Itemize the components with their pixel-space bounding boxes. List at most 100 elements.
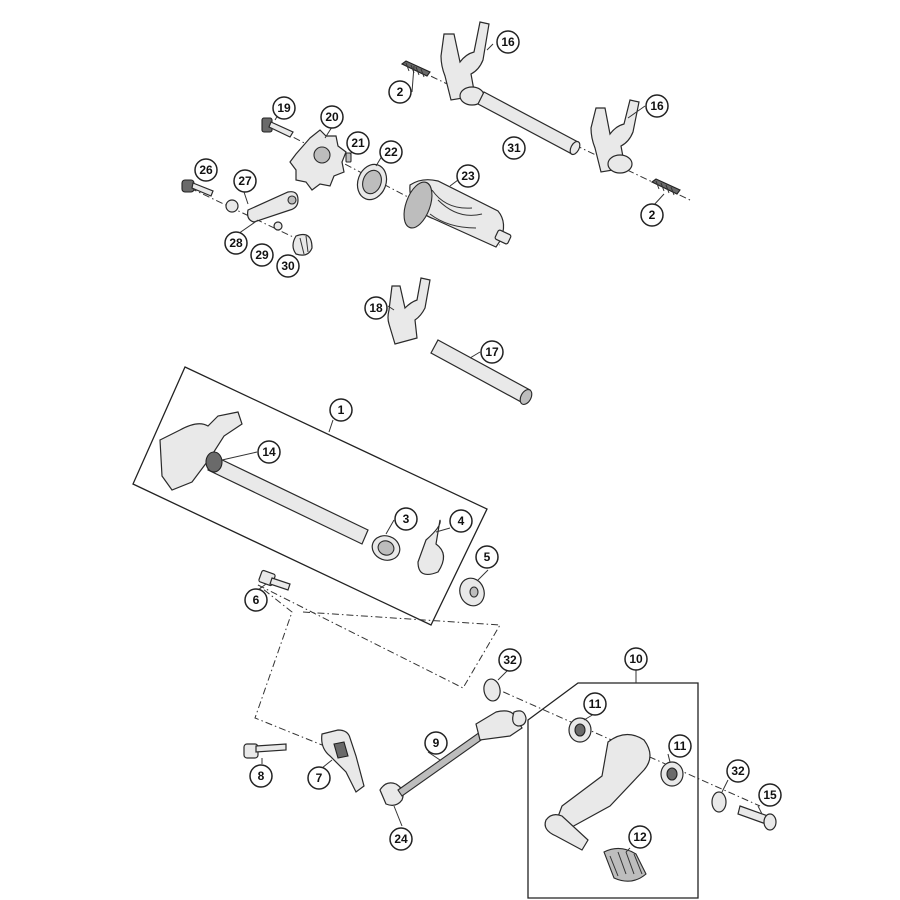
callout-4: 4 [449, 509, 473, 533]
spring-left-part [400, 60, 431, 78]
washer-32-right-part [711, 791, 727, 813]
screw-19-part [261, 117, 294, 138]
callout-9: 9 [424, 731, 448, 755]
bolt-15-part [737, 805, 777, 831]
callout-1: 1 [329, 398, 353, 422]
callout-27-label: 27 [238, 174, 252, 188]
callout-32-right-label: 32 [731, 764, 745, 778]
spring-30-part [292, 233, 313, 256]
shift-rail-part [477, 91, 581, 156]
upper-shift-fork-assembly [400, 21, 691, 201]
callout-15-label: 15 [763, 788, 777, 802]
return-spring-4-part [417, 519, 445, 575]
callout-28-label: 28 [229, 236, 243, 250]
shift-drum-assembly [181, 117, 512, 256]
callout-26-label: 26 [199, 163, 213, 177]
pin-21-part [345, 152, 352, 163]
callout-28: 28 [224, 231, 248, 255]
shift-fork-18-part [387, 277, 431, 345]
callout-16-right-label: 16 [650, 99, 664, 113]
callout-20-label: 20 [325, 110, 339, 124]
callout-21-label: 21 [351, 136, 365, 150]
callout-11-left: 11 [583, 692, 607, 716]
callout-8: 8 [249, 764, 273, 788]
callout-32-right: 32 [726, 759, 750, 783]
callout-11-left-label: 11 [589, 697, 602, 711]
bearing-22-part [356, 163, 388, 201]
callout-18: 18 [364, 296, 388, 320]
callout-19: 19 [272, 96, 296, 120]
locking-lever-27-part [225, 191, 299, 223]
callout-22: 22 [379, 140, 403, 164]
shift-star-part [289, 129, 347, 191]
callout-23-label: 23 [461, 169, 475, 183]
callout-2-left-label: 2 [397, 85, 404, 99]
callout-15: 15 [758, 783, 782, 807]
bolt-8-part [243, 743, 287, 759]
callout-12-label: 12 [633, 830, 647, 844]
callout-4-label: 4 [458, 514, 465, 528]
callout-2-left: 2 [388, 80, 412, 104]
callout-5: 5 [475, 545, 499, 569]
rod-end-24-part [379, 782, 404, 806]
callout-16-right: 16 [645, 94, 669, 118]
callout-12: 12 [628, 825, 652, 849]
callout-10-label: 10 [629, 652, 643, 666]
callout-27: 27 [233, 169, 257, 193]
callout-19-label: 19 [277, 101, 291, 115]
callout-2-right: 2 [640, 203, 664, 227]
callout-18-label: 18 [369, 301, 383, 315]
shift-drum-part [403, 179, 512, 248]
callout-16-left-label: 16 [501, 35, 515, 49]
shift-shaft-group [132, 366, 488, 626]
assembly-guide-outline [254, 584, 501, 746]
callout-6: 6 [244, 588, 268, 612]
callout-8-label: 8 [258, 769, 265, 783]
callout-21: 21 [346, 131, 370, 155]
bearing-11-left-part [568, 717, 592, 743]
callout-29-label: 29 [255, 248, 269, 262]
stud-6-part [258, 569, 291, 591]
callout-10: 10 [624, 647, 648, 671]
bushing-3-part [371, 535, 401, 561]
shift-lever-group [527, 670, 699, 899]
callout-3: 3 [394, 507, 418, 531]
callout-2-right-label: 2 [649, 208, 656, 222]
shift-plate-part [159, 411, 243, 491]
shift-shaft-part [205, 451, 369, 545]
callout-31: 31 [502, 136, 526, 160]
callout-17: 17 [480, 340, 504, 364]
callout-14: 14 [257, 440, 281, 464]
callout-30: 30 [276, 254, 300, 278]
callout-7-label: 7 [316, 771, 323, 785]
shift-fork-right-part [590, 99, 640, 174]
rubber-12-part [603, 847, 647, 882]
callout-22-label: 22 [384, 145, 398, 159]
callout-16-left: 16 [496, 30, 520, 54]
shift-linkage-assembly [379, 710, 527, 806]
shift-rail-17-part [430, 339, 533, 405]
callout-24-label: 24 [394, 832, 408, 846]
callout-11-right: 11 [668, 734, 692, 758]
callout-5-label: 5 [484, 550, 491, 564]
callout-7: 7 [307, 766, 331, 790]
callout-9-label: 9 [433, 736, 440, 750]
shift-lever-arm-part [555, 733, 651, 829]
callout-31-label: 31 [507, 141, 521, 155]
callout-23: 23 [456, 164, 480, 188]
callout-14-label: 14 [262, 445, 276, 459]
callout-32-left: 32 [498, 648, 522, 672]
washer-5-part [459, 577, 485, 607]
shift-fork-left-part [440, 21, 490, 106]
callout-32-left-label: 32 [503, 653, 517, 667]
bolt-26-part [181, 179, 214, 197]
callout-17-label: 17 [485, 345, 499, 359]
callout-11-right-label: 11 [674, 739, 687, 753]
callout-24: 24 [389, 827, 413, 851]
callout-20: 20 [320, 105, 344, 129]
bearing-11-right-part [660, 761, 684, 787]
callout-1-label: 1 [338, 403, 345, 417]
washer-32-left-part [483, 678, 501, 702]
shift-lever-7-part [321, 729, 365, 793]
